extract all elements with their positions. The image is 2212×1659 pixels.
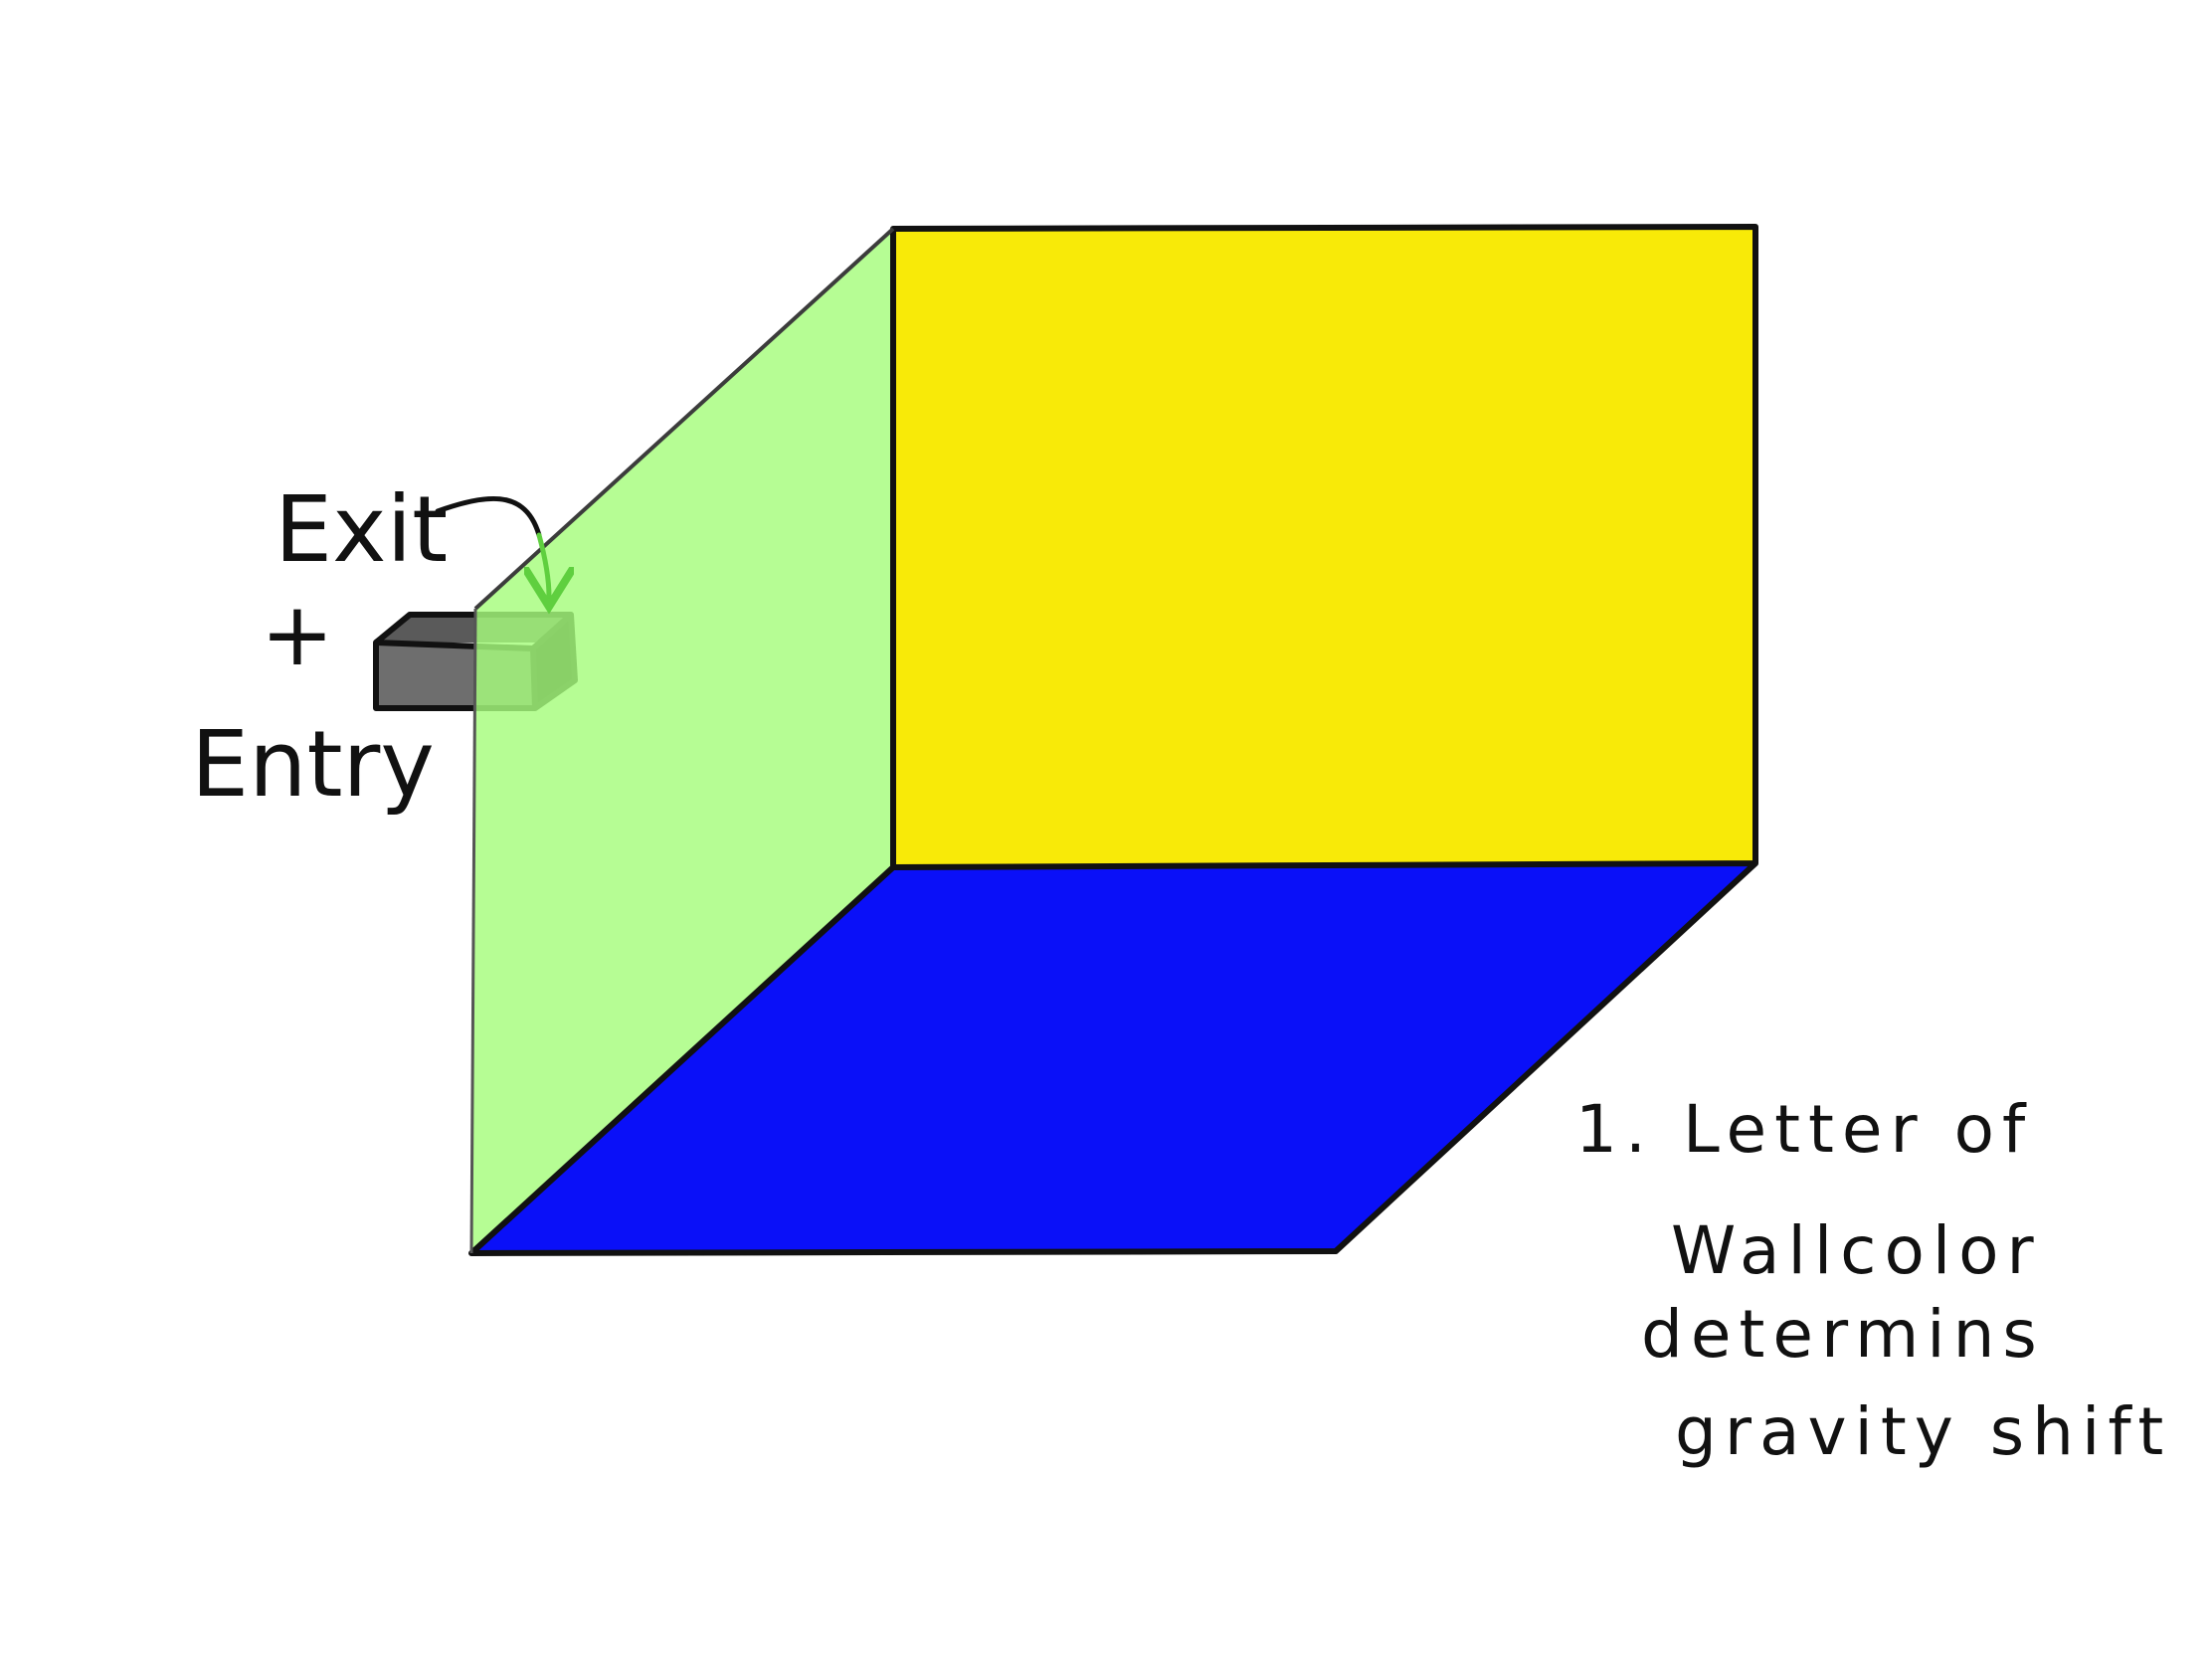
label-entry: Entry	[191, 711, 435, 818]
note-line-2: Wallcolor	[1671, 1212, 2042, 1289]
room-edges	[468, 224, 1758, 1256]
note-line-4: gravity shift	[1675, 1393, 2171, 1470]
gravity-note: 1. Letter of Wallcolor determins gravity…	[1575, 1091, 2171, 1470]
back-wall-yellow	[893, 227, 1755, 867]
label-plus: +	[261, 583, 334, 685]
note-line-3: determins	[1641, 1296, 2045, 1373]
side-wall-top-edge	[473, 227, 895, 611]
exit-arrow-head	[539, 532, 549, 597]
side-wall-left-edge	[469, 608, 477, 1254]
exit-arrow-line	[435, 496, 542, 538]
note-line-1: 1. Letter of	[1575, 1091, 2033, 1168]
label-exit: Exit	[275, 476, 448, 583]
side-wall-green	[471, 229, 893, 1253]
